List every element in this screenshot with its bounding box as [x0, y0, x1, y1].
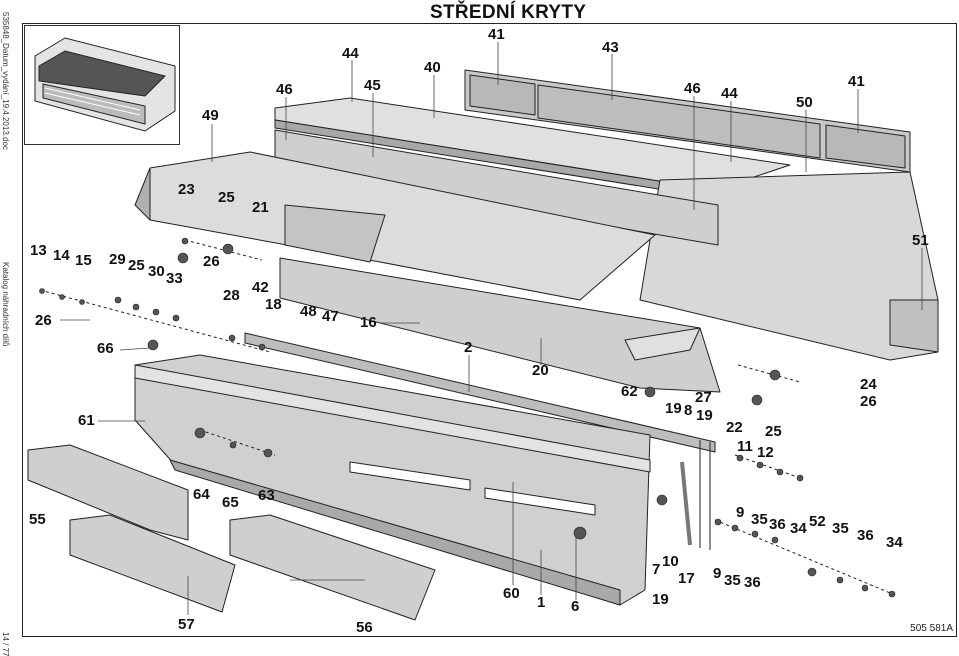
- diagram-frame: [22, 23, 957, 637]
- callout-44: 44: [342, 45, 359, 62]
- callout-10: 10: [662, 553, 679, 570]
- callout-25: 25: [128, 257, 145, 274]
- callout-30: 30: [148, 263, 165, 280]
- callout-14: 14: [53, 247, 70, 264]
- callout-51: 51: [912, 232, 929, 249]
- callout-50: 50: [796, 94, 813, 111]
- callout-17: 17: [678, 570, 695, 587]
- callout-26: 26: [860, 393, 877, 410]
- callout-21: 21: [252, 199, 269, 216]
- callout-33: 33: [166, 270, 183, 287]
- callout-24: 24: [860, 376, 877, 393]
- callout-43: 43: [602, 39, 619, 56]
- rear-cover-face: [469, 74, 536, 116]
- callout-55: 55: [29, 511, 46, 528]
- page-title: STŘEDNÍ KRYTY: [430, 2, 587, 23]
- callout-49: 49: [202, 107, 219, 124]
- callout-42: 42: [252, 279, 269, 296]
- machine-thumbnail: [24, 25, 180, 145]
- callout-66: 66: [97, 340, 114, 357]
- callout-57: 57: [178, 616, 195, 633]
- bar-20: [279, 257, 721, 393]
- callout-19: 19: [696, 407, 713, 424]
- frame-2: [244, 332, 716, 453]
- callout-48: 48: [300, 303, 317, 320]
- callout-18: 18: [265, 296, 282, 313]
- callout-60: 60: [503, 585, 520, 602]
- cover-56: [229, 514, 436, 621]
- callout-23: 23: [178, 181, 195, 198]
- callout-7: 7: [652, 561, 661, 578]
- drawing-code: 505 581A: [910, 623, 953, 634]
- callout-22: 22: [726, 419, 743, 436]
- callout-56: 56: [356, 619, 373, 636]
- callout-36: 36: [769, 516, 786, 533]
- callout-16: 16: [360, 314, 377, 331]
- callout-26: 26: [35, 312, 52, 329]
- callout-12: 12: [757, 444, 774, 461]
- cover-55: [27, 444, 189, 541]
- front-panel-60: [134, 354, 651, 606]
- cover-57: [69, 514, 236, 613]
- callout-36: 36: [744, 574, 761, 591]
- callout-45: 45: [364, 77, 381, 94]
- callout-47: 47: [322, 308, 339, 325]
- callout-40: 40: [424, 59, 441, 76]
- callout-25: 25: [218, 189, 235, 206]
- callout-28: 28: [223, 287, 240, 304]
- callout-41: 41: [488, 26, 505, 43]
- callout-62: 62: [621, 383, 638, 400]
- callout-19: 19: [665, 400, 682, 417]
- callout-34: 34: [790, 520, 807, 537]
- callout-35: 35: [751, 511, 768, 528]
- callout-15: 15: [75, 252, 92, 269]
- callout-2: 2: [464, 339, 473, 356]
- callout-9: 9: [713, 565, 722, 582]
- callout-25: 25: [765, 423, 782, 440]
- callout-6: 6: [571, 598, 580, 615]
- callout-19: 19: [652, 591, 669, 608]
- callout-29: 29: [109, 251, 126, 268]
- callout-63: 63: [258, 487, 275, 504]
- callout-35: 35: [724, 572, 741, 589]
- callout-1: 1: [537, 594, 546, 611]
- callout-65: 65: [222, 494, 239, 511]
- callout-9: 9: [736, 504, 745, 521]
- callout-8: 8: [684, 402, 693, 419]
- callout-52: 52: [809, 513, 826, 530]
- callout-35: 35: [832, 520, 849, 537]
- callout-11: 11: [737, 438, 753, 455]
- callout-46: 46: [684, 80, 701, 97]
- callout-27: 27: [695, 389, 712, 406]
- callout-20: 20: [532, 362, 549, 379]
- callout-13: 13: [30, 242, 47, 259]
- callout-41: 41: [848, 73, 865, 90]
- callout-26: 26: [203, 253, 220, 270]
- machine-icon: [34, 37, 176, 132]
- callout-44: 44: [721, 85, 738, 102]
- mid-plate-46: [274, 129, 719, 246]
- callout-36: 36: [857, 527, 874, 544]
- callout-64: 64: [193, 486, 210, 503]
- callout-46: 46: [276, 81, 293, 98]
- callout-61: 61: [78, 412, 95, 429]
- callout-34: 34: [886, 534, 903, 551]
